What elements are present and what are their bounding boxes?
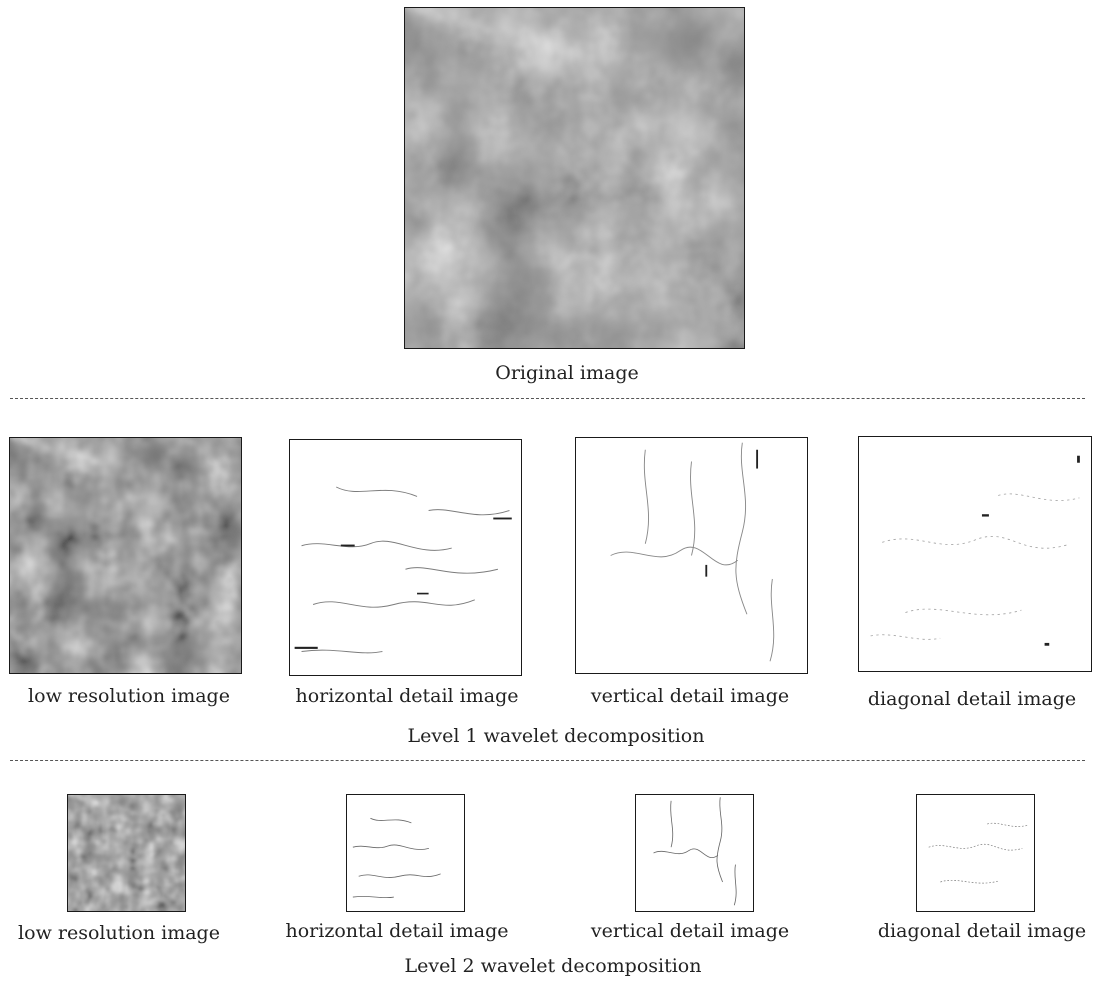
level2-diagonal-caption: diagonal detail image [877, 920, 1087, 942]
level2-vertical-texture [636, 795, 753, 911]
level2-horizontal-texture [347, 795, 464, 911]
level1-diagonal-texture [859, 437, 1091, 671]
level1-caption: Level 1 wavelet decomposition [407, 725, 705, 747]
level1-vertical-caption: vertical detail image [590, 685, 790, 707]
level1-diagonal-detail-image [858, 436, 1092, 672]
level2-vertical-caption: vertical detail image [590, 920, 790, 942]
separator-bottom [10, 760, 1085, 761]
level2-diagonal-detail-image [916, 794, 1035, 912]
level1-vertical-detail-image [575, 437, 808, 674]
level2-low-resolution-image [67, 794, 186, 912]
level1-horizontal-detail-image [289, 439, 522, 676]
level2-low-texture [68, 795, 185, 911]
original-texture [405, 8, 744, 348]
level2-vertical-detail-image [635, 794, 754, 912]
level2-horizontal-caption: horizontal detail image [285, 920, 509, 942]
level1-horizontal-texture [290, 440, 521, 675]
level2-diagonal-texture [917, 795, 1034, 911]
level1-diagonal-caption: diagonal detail image [867, 688, 1077, 710]
level1-low-resolution-image [9, 437, 242, 674]
level1-vertical-texture [576, 438, 807, 673]
level2-low-caption: low resolution image [18, 922, 220, 944]
level2-caption: Level 2 wavelet decomposition [404, 955, 702, 977]
original-image [404, 7, 745, 349]
original-caption: Original image [495, 362, 639, 384]
separator-top [10, 398, 1085, 399]
level1-low-texture [10, 438, 241, 673]
level2-horizontal-detail-image [346, 794, 465, 912]
level1-horizontal-caption: horizontal detail image [295, 685, 519, 707]
level1-low-caption: low resolution image [28, 685, 230, 707]
